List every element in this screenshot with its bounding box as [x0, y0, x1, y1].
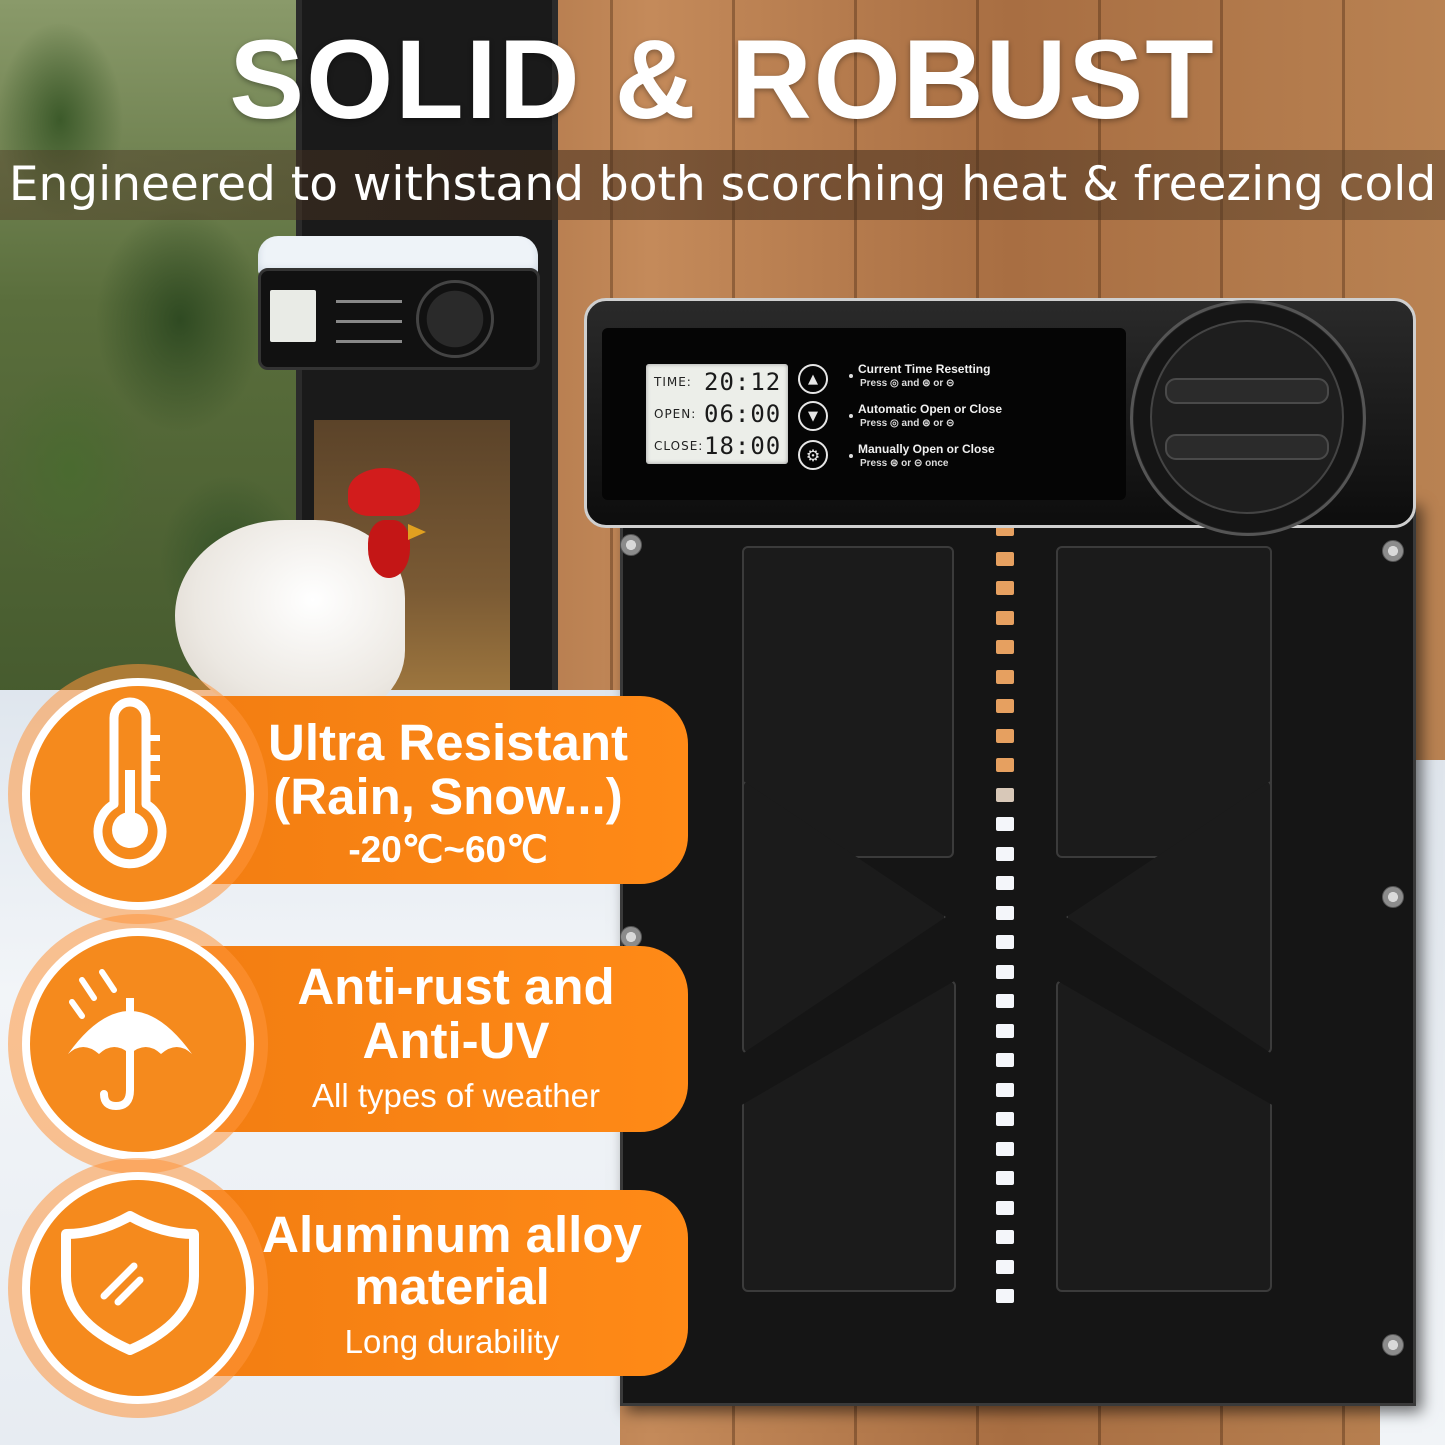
- feature-title-line1: Aluminum alloy: [262, 1206, 642, 1263]
- triangle-down-icon: ▼: [808, 408, 818, 424]
- screw: [1382, 886, 1404, 908]
- light-strip-segment: [996, 787, 1014, 802]
- screw: [1382, 540, 1404, 562]
- light-strip-segment: [996, 699, 1014, 713]
- lcd-row-time: TIME: 20:12: [654, 368, 784, 396]
- lcd-value: 20:12: [704, 368, 782, 396]
- lcd-label: CLOSE:: [654, 439, 704, 453]
- bullet-dot: [849, 374, 853, 378]
- umbrella-icon: [68, 969, 192, 1111]
- light-strip-segment: [996, 581, 1014, 595]
- feature-icon-badge: [22, 1172, 254, 1404]
- knob-grip: [1165, 434, 1329, 460]
- light-strip-segment: [996, 728, 1014, 743]
- light-strip-segment: [996, 1230, 1014, 1244]
- feature-icon-badge: [22, 678, 254, 910]
- light-strip-segment: [996, 610, 1014, 625]
- down-button[interactable]: ▼: [798, 401, 828, 431]
- screw: [620, 926, 642, 948]
- instruction-title: Manually Open or Close: [858, 442, 995, 456]
- lcd-label: TIME:: [654, 375, 692, 389]
- light-strip-segment: [996, 876, 1014, 890]
- feature-title-line2: (Rain, Snow...): [273, 768, 623, 825]
- hen-comb: [348, 468, 420, 516]
- lcd-row-open: OPEN: 06:00: [654, 400, 784, 428]
- headline: SOLID & ROBUST: [229, 17, 1216, 142]
- light-strip-segment: [996, 1023, 1014, 1038]
- subheadline: Engineered to withstand both scorching h…: [8, 157, 1437, 212]
- feature-subtitle: Long durability: [344, 1323, 560, 1360]
- light-strip: [995, 522, 1015, 1312]
- light-strip-segment: [996, 1289, 1014, 1303]
- light-strip-segment: [996, 935, 1014, 949]
- light-strip-segment: [996, 1141, 1014, 1156]
- instruction-sub: Press ⊜ or ⊝ once: [860, 458, 949, 469]
- lcd-value: 06:00: [704, 400, 782, 428]
- feature-icon-badge: [22, 928, 254, 1160]
- light-strip-segment: [996, 1112, 1014, 1126]
- light-strip-segment: [996, 846, 1014, 861]
- subtitle-band: [0, 150, 1445, 220]
- knob-grip: [1165, 378, 1329, 404]
- small-lcd: [270, 290, 316, 342]
- lcd-value: 18:00: [704, 432, 782, 460]
- feature-title-line1: Anti-rust and: [297, 958, 615, 1015]
- small-panel-text-line: [336, 320, 402, 323]
- lcd-display: TIME: 20:12 OPEN: 06:00 CLOSE: 18:00: [646, 364, 788, 464]
- feature-title-line2: Anti-UV: [362, 1012, 550, 1069]
- light-strip-segment: [996, 1171, 1014, 1185]
- light-strip-segment: [996, 817, 1014, 831]
- light-strip-segment: [996, 758, 1014, 772]
- feature-subtitle: All types of weather: [312, 1077, 600, 1114]
- lcd-label: OPEN:: [654, 407, 697, 421]
- hen-wattle: [368, 520, 410, 578]
- feature-title-line2: material: [354, 1258, 550, 1315]
- instruction-sub: Press ◎ and ⊜ or ⊝: [860, 378, 955, 389]
- light-strip-segment: [996, 1259, 1014, 1274]
- feature-subtitle: -20℃~60℃: [348, 829, 548, 870]
- instruction-title: Current Time Resetting: [858, 362, 991, 376]
- screw: [620, 534, 642, 556]
- knob-inner: [1150, 320, 1344, 514]
- gear-icon: ⚙: [805, 445, 821, 465]
- light-strip-segment: [996, 640, 1014, 654]
- light-strip-segment: [996, 994, 1014, 1008]
- instruction-sub: Press ◎ and ⊜ or ⊝: [860, 418, 955, 429]
- coop-door: [620, 500, 1416, 1406]
- light-strip-segment: [996, 905, 1014, 920]
- shield-icon: [61, 1211, 199, 1355]
- screw: [1382, 1334, 1404, 1356]
- light-strip-segment: [996, 1082, 1014, 1097]
- up-button[interactable]: ▲: [798, 364, 828, 394]
- hen-beak: [408, 524, 426, 540]
- instruction-title: Automatic Open or Close: [858, 402, 1003, 416]
- feature-title-line1: Ultra Resistant: [268, 714, 628, 771]
- small-panel-text-line: [336, 340, 402, 343]
- light-strip-segment: [996, 551, 1014, 566]
- bullet-dot: [849, 414, 853, 418]
- light-strip-segment: [996, 1053, 1014, 1067]
- settings-button[interactable]: ⚙: [798, 440, 828, 470]
- hen: [175, 520, 405, 720]
- bullet-dot: [849, 454, 853, 458]
- light-strip-segment: [996, 1200, 1014, 1215]
- lcd-row-close: CLOSE: 18:00: [654, 432, 784, 460]
- small-panel-text-line: [336, 300, 402, 303]
- small-door-knob: [416, 280, 494, 358]
- light-strip-segment: [996, 964, 1014, 979]
- triangle-up-icon: ▲: [808, 371, 818, 387]
- light-strip-segment: [996, 669, 1014, 684]
- thermometer-icon: [93, 697, 167, 869]
